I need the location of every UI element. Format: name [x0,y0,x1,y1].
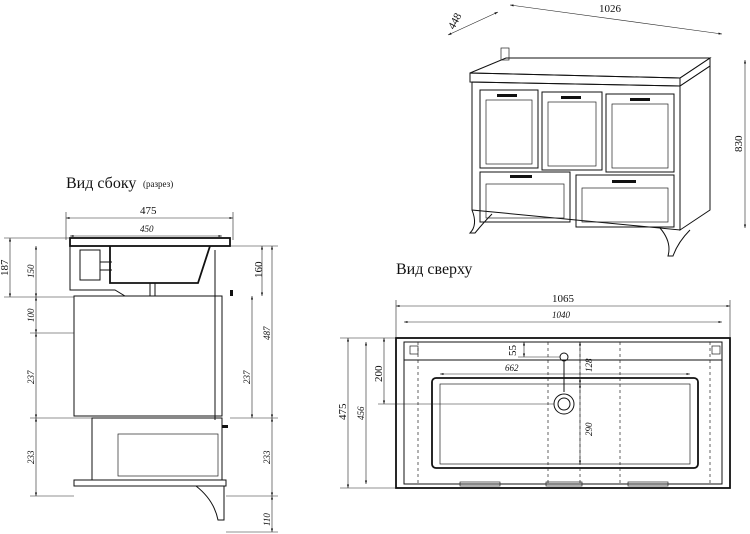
top-drain-inner [557,397,571,411]
persp-handle-2 [561,96,581,99]
top-view: Вид сверху 1065 1040 475 [337,261,731,489]
top-base-fixture-1 [459,481,501,487]
side-leg [195,485,225,521]
side-drain-box [79,249,101,281]
top-dim-bowl-width: 662 [505,363,519,373]
persp-door-left-panel [485,99,533,165]
side-basin-outer [69,246,218,297]
persp-dim-height: 830 [733,135,745,152]
persp-door-left [479,89,539,169]
top-dim-inner-depth: 456 [356,406,366,420]
persp-door-mid [541,91,603,171]
side-hinge-1 [230,290,233,296]
persp-countertop-side [679,57,711,87]
side-base [73,479,227,487]
side-view: Вид сбоку (разрез) 475 450 187 150 100 [0,175,278,533]
top-base-fixture-2 [545,481,583,487]
persp-door-right-panel [611,103,669,169]
side-drain-pipe [100,261,112,271]
top-fixture-left [409,345,419,355]
side-dim-right-mid: 237 [242,370,252,384]
side-basin [109,245,211,284]
persp-countertop-top [469,57,712,79]
side-dim-top-height: 187 [0,259,11,276]
persp-handle-3 [630,98,650,101]
top-outer [395,337,731,489]
persp-drawer-left [479,171,571,223]
top-inner [403,341,723,485]
side-dim-overall-depth: 475 [140,205,157,217]
side-dim-section-low: 233 [26,450,36,464]
top-dim-inner-width: 1040 [552,310,571,320]
side-dim-top-section: 150 [26,264,36,278]
persp-door-mid-panel [547,101,597,167]
side-dim-right-height: 487 [262,326,272,340]
persp-handle-1 [497,94,517,97]
persp-leg-left [468,209,493,234]
persp-dim-depth-line [447,11,499,36]
side-view-note: (разрез) [143,179,173,189]
side-dim-leg: 110 [262,513,272,526]
top-dim-bowl-top: 128 [584,358,594,372]
persp-drawer-left-panel [485,183,565,219]
side-dim-inner-depth: 450 [140,224,154,234]
persp-tap [500,47,510,61]
side-dim-section-mid: 237 [26,370,36,384]
persp-dim-width: 1026 [599,3,622,15]
top-dim-overall-depth: 475 [337,403,349,420]
persp-drawer-right-panel [581,187,669,223]
persp-door-right [605,93,675,173]
persp-handle-4 [510,175,532,178]
side-hinge-2 [222,425,228,428]
top-bowl-inner [439,383,691,465]
side-dim-gap-small: 100 [26,308,36,322]
persp-handle-5 [612,180,636,183]
top-dim-bowl-depth: 290 [584,422,594,436]
top-dim-tap-offset: 55 [507,345,519,357]
side-view-title: Вид сбоку [66,175,136,192]
side-body-upper [73,295,223,417]
top-dim-drain-offset: 200 [373,365,385,382]
side-drawer-panel [117,433,219,477]
top-dim-overall-width: 1065 [552,293,575,305]
persp-drawer-right [575,174,675,228]
side-outlet [149,283,156,296]
top-view-title: Вид сверху [396,261,472,278]
perspective-view: 448 1026 830 [446,3,747,257]
side-dim-basin-height: 160 [253,261,265,278]
top-bowl [431,377,699,469]
persp-body-side [679,65,711,231]
side-countertop [69,237,231,247]
persp-dim-width-line [509,4,723,35]
top-fixture-right [711,345,721,355]
top-drain-outer [553,393,575,415]
side-drawer [91,417,223,481]
persp-leg-right [659,227,691,257]
top-base-fixture-3 [627,481,669,487]
side-dim-right-low: 233 [262,450,272,464]
